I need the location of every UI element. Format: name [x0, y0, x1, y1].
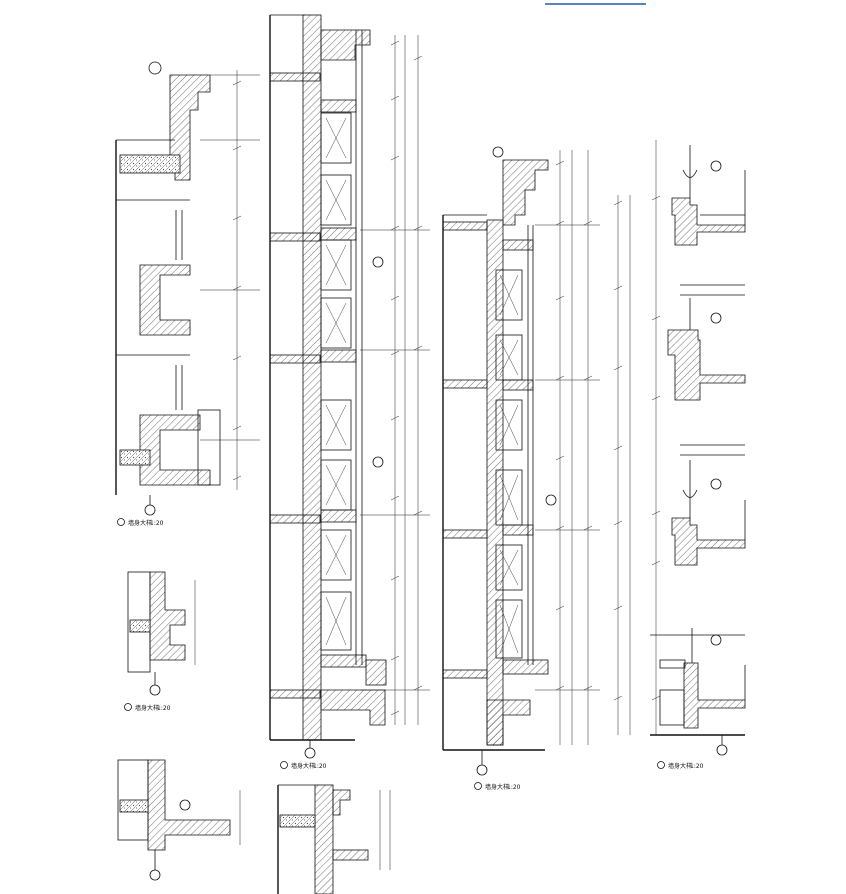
detail-right-scale: 1:20 — [690, 763, 704, 770]
detail-4-caption: 墙身大样 — [485, 783, 509, 791]
detail-2: 墙身大样 1:20 — [124, 571, 196, 712]
detail-3-scale: 1:20 — [313, 763, 327, 770]
detail-right-caption: 墙身大样 — [668, 762, 692, 770]
detail-4: 墙身大样 1:20 — [442, 146, 600, 791]
detail-2-scale: 1:20 — [157, 705, 171, 712]
detail-6 — [277, 784, 391, 894]
detail-3-caption: 墙身大样 — [291, 762, 315, 770]
detail-1-caption: 墙身大样 — [128, 519, 152, 527]
detail-5 — [117, 759, 241, 881]
detail-3: 墙身大样 1:20 — [269, 14, 430, 770]
detail-4-scale: 1:20 — [507, 784, 521, 791]
detail-1-scale: 1:20 — [150, 520, 164, 527]
detail-right: 墙身大样 1:20 — [613, 140, 746, 770]
detail-1: 墙身大样 1:20 — [115, 61, 260, 527]
detail-2-caption: 墙身大样 — [135, 704, 159, 712]
